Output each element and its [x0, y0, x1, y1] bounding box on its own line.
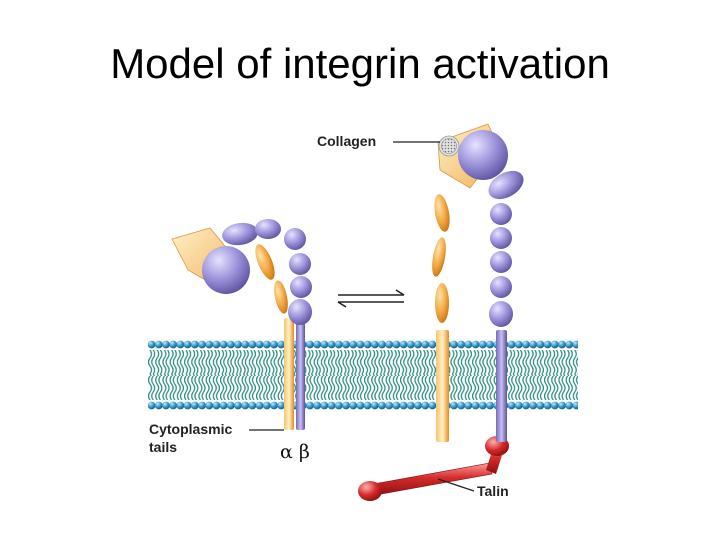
label-talin: Talin	[437, 478, 509, 499]
beta-egf-2	[289, 253, 311, 275]
beta-I-domain-active	[458, 130, 508, 180]
beta-stem-active	[496, 330, 507, 442]
beta-egf-a2	[490, 227, 512, 249]
integrin-active-extended	[358, 123, 524, 501]
beta-I-domain-inactive	[202, 246, 250, 294]
label-cytoplasmic-tails: Cytoplasmic tails	[149, 421, 284, 455]
equilibrium-arrows	[337, 289, 405, 308]
beta-egf-1	[284, 228, 306, 250]
alpha-stem-inactive	[284, 318, 294, 430]
beta-egf-a4	[490, 276, 512, 298]
beta-hybrid-2	[255, 219, 281, 239]
integrin-inactive-bent	[171, 219, 312, 430]
svg-text:tails: tails	[149, 439, 177, 455]
label-alpha-beta: α β	[280, 441, 310, 463]
alpha-stem-active	[436, 330, 449, 442]
beta-egf-a5	[489, 301, 513, 327]
collagen-fiber	[438, 135, 460, 157]
slide-title: Model of integrin activation	[110, 40, 610, 87]
svg-text:Cytoplasmic: Cytoplasmic	[149, 421, 232, 437]
lipid-bilayer	[148, 340, 578, 410]
alpha-leg-active-2	[432, 237, 446, 277]
beta-egf-a3	[490, 251, 512, 273]
svg-text:Collagen: Collagen	[317, 133, 376, 149]
beta-egf-4	[288, 299, 312, 325]
beta-egf-3	[290, 276, 312, 298]
alpha-leg-2	[274, 280, 288, 314]
svg-text:Talin: Talin	[477, 483, 509, 499]
beta-hybrid-active	[488, 170, 524, 200]
alpha-leg-1	[255, 244, 275, 280]
beta-stem-inactive	[296, 318, 305, 430]
beta-hybrid-1	[222, 222, 258, 246]
label-collagen: Collagen	[317, 133, 440, 149]
alpha-leg-active-3	[435, 283, 449, 323]
beta-egf-a1	[490, 203, 512, 225]
alpha-leg-active-1	[434, 194, 450, 232]
